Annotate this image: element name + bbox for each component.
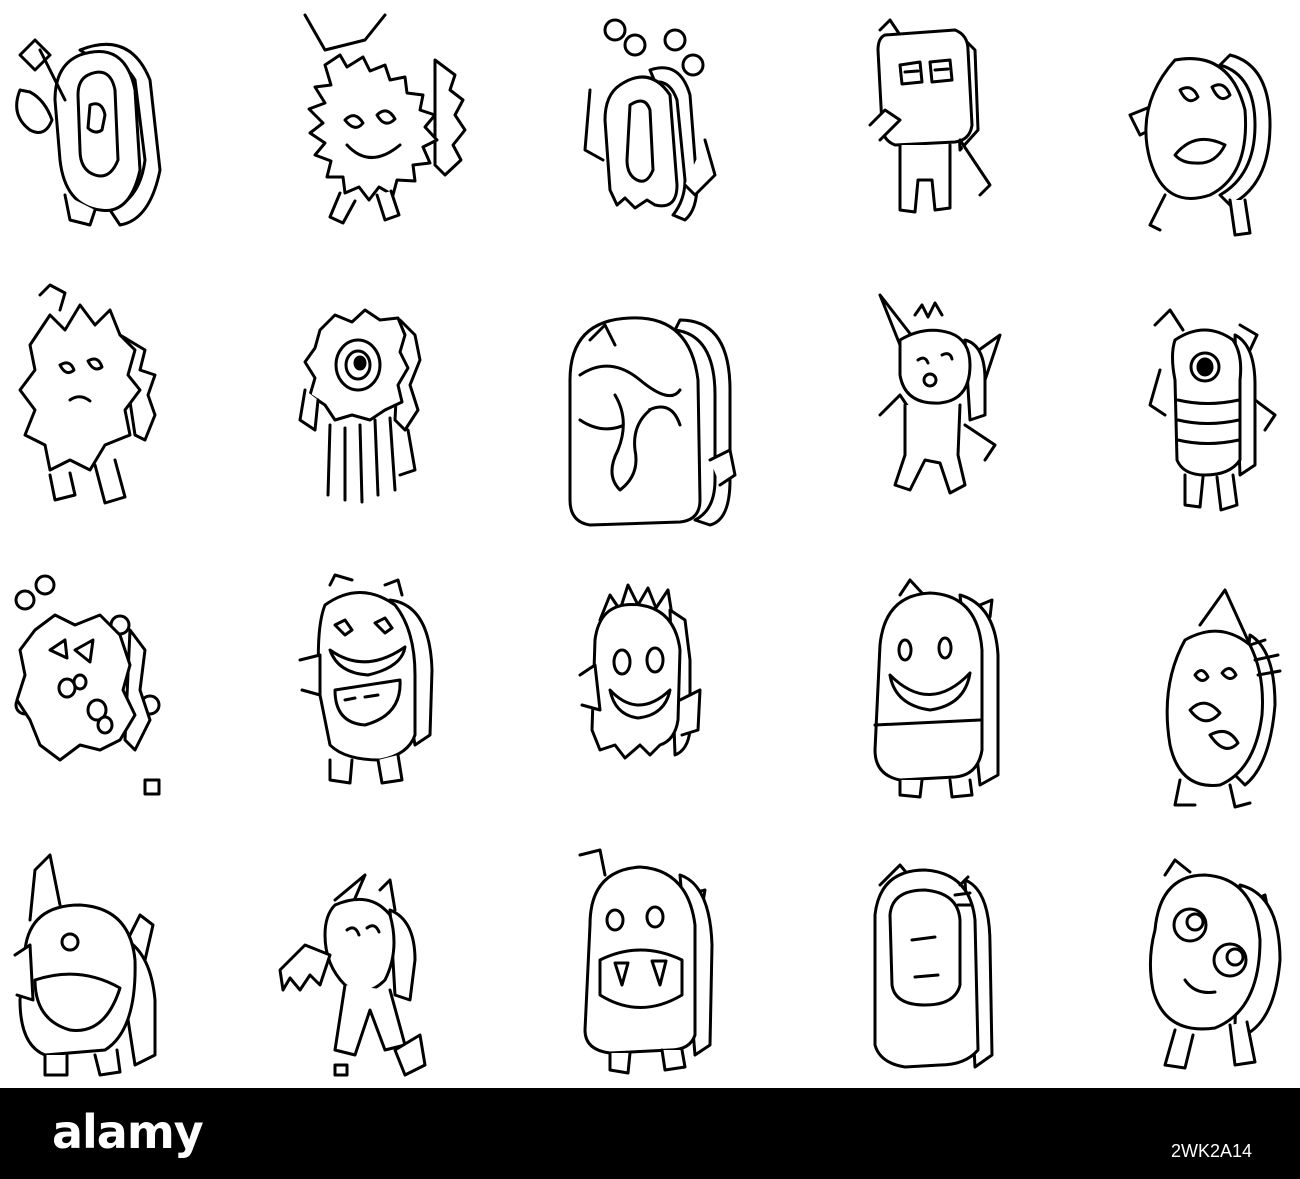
- image-id-text: 2WK2A14: [1171, 1140, 1252, 1162]
- illustration-canvas: [13, 13, 1282, 1077]
- watermark-bar: alamy 2WK2A14: [0, 1088, 1300, 1179]
- monster-tusk-ogre-icon: [578, 848, 714, 1075]
- monster-plump-grin-icon: [298, 573, 434, 785]
- alamy-logo: alamy: [52, 1105, 204, 1159]
- monster-goblin-ears-icon: [878, 293, 1002, 495]
- monster-long-hair-icon: [873, 863, 994, 1069]
- monster-germ-splat-icon: [14, 574, 161, 796]
- monster-cyclops-flower-icon: [298, 308, 422, 504]
- monster-horned-grin-icon: [873, 578, 1000, 799]
- monster-crown-cheer-icon: [15, 38, 162, 227]
- monster-bee-cyclops-icon: [1148, 308, 1277, 512]
- monster-leaf-dragon-icon: [18, 283, 157, 505]
- monster-round-sad-icon: [1128, 53, 1272, 237]
- monster-robot-square-icon: [868, 18, 992, 214]
- monster-ghost-tall-icon: [583, 18, 717, 222]
- stock-image-id: 2WK2A14: [1170, 1141, 1252, 1161]
- monster-bat-wing-devil-icon: [278, 873, 427, 1077]
- monster-bull-horns-icon: [13, 853, 157, 1077]
- monster-cone-head-icon: [1165, 588, 1282, 809]
- monster-furry-smile-icon: [578, 583, 702, 760]
- monster-round-eyes-icon: [1148, 858, 1282, 1070]
- monster-spiky-sun-icon: [303, 13, 467, 225]
- monster-blob-tongue-icon: [568, 316, 737, 527]
